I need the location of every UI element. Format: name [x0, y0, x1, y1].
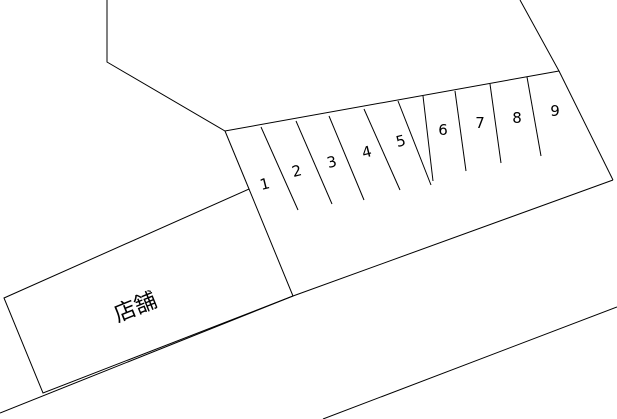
parking-space-number: 2 [290, 161, 304, 181]
lot-left-boundary [224, 130, 250, 190]
parking-divider-4 [363, 108, 401, 191]
parking-divider-9 [526, 76, 542, 157]
lot-lower-boundary [292, 179, 614, 297]
lot-upper-boundary [106, 0, 560, 132]
road-edge-upper [0, 295, 294, 414]
parking-space-number: 8 [512, 109, 522, 127]
parking-divider-7 [454, 90, 467, 172]
road-edge-lower [322, 306, 617, 419]
parking-space-number: 3 [325, 152, 339, 172]
parking-divider-3 [328, 115, 365, 201]
parking-space-number: 9 [550, 102, 560, 120]
parking-divider-5 [397, 100, 432, 186]
parking-divider-6 [422, 95, 434, 182]
parking-divider-1 [260, 126, 299, 211]
parking-space-number: 5 [394, 131, 408, 151]
parking-space-number: 6 [438, 121, 448, 139]
parking-space-number: 4 [360, 142, 374, 162]
parking-divider-2 [295, 120, 333, 205]
parking-space-number: 1 [258, 174, 272, 194]
lot-right-boundary [558, 70, 614, 181]
parking-divider-8 [489, 83, 502, 164]
parking-space-number: 7 [475, 114, 485, 132]
